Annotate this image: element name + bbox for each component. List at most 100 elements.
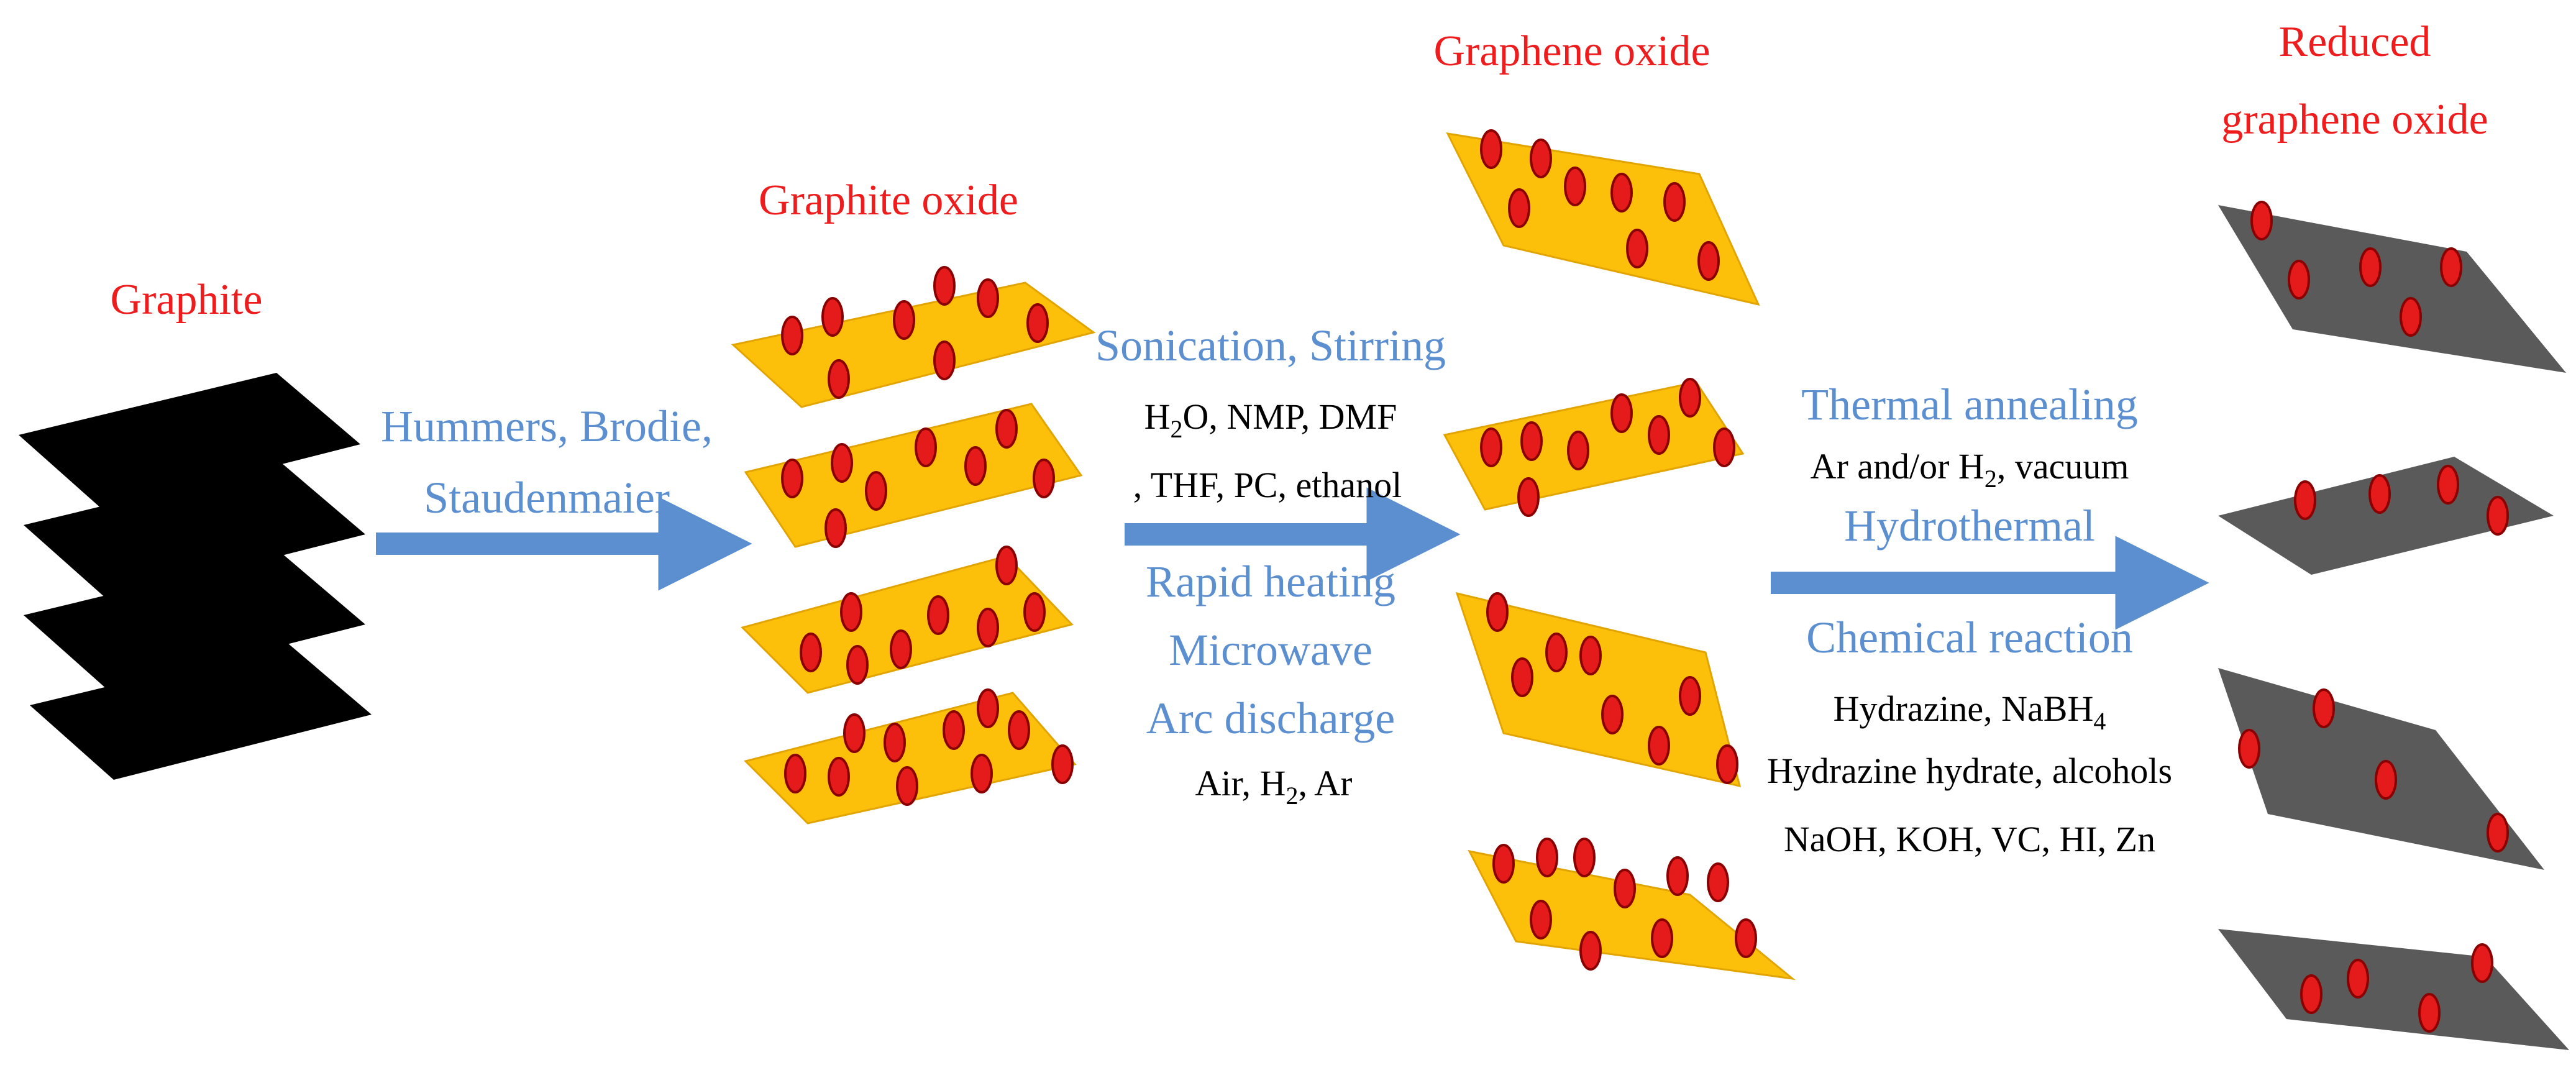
oxygen-group-dot: [1713, 427, 1735, 467]
oxygen-group-dot: [977, 688, 999, 728]
graphite-oxide-title: Graphite oxide: [759, 176, 1018, 224]
oxygen-group-dot: [1508, 188, 1530, 228]
graphite-sheet: [24, 553, 365, 690]
oxygen-group-dot: [1536, 838, 1558, 877]
oxygen-group-dot: [1026, 303, 1049, 343]
oxygen-group-dot: [893, 300, 915, 340]
oxygen-group-dot: [1579, 931, 1602, 971]
oxygen-group-dot: [2487, 496, 2509, 536]
step2-method-rapid-heating: Rapid heating: [1146, 557, 1395, 606]
reduced-title-line1: Reduced: [2279, 18, 2431, 66]
oxygen-group-dot: [2437, 465, 2459, 505]
oxygen-group-dot: [995, 546, 1018, 585]
graphite-sheet: [19, 373, 360, 510]
step2-atmosphere: Air, H2, Ar: [1195, 763, 1353, 810]
oxygen-group-dot: [1480, 427, 1502, 467]
oxygen-group-dot: [821, 297, 844, 337]
oxygen-group-dot: [2368, 474, 2391, 514]
oxygen-group-dot: [1008, 710, 1030, 750]
step2-method-arc-discharge: Arc discharge: [1146, 693, 1395, 743]
oxygen-group-dot: [2375, 760, 2397, 800]
oxygen-group-dot: [1579, 636, 1602, 675]
oxygen-group-dot: [2359, 247, 2382, 287]
oxygen-group-dot: [1517, 477, 1540, 517]
oxygen-group-dot: [1601, 695, 1624, 734]
graphite-oxide-sheet: [741, 555, 1074, 694]
graphite-sheet-stack: [19, 373, 372, 780]
step3-reagents-line1: Hydrazine, NaBH4: [1834, 688, 2106, 735]
oxygen-group-dot: [1648, 726, 1670, 766]
step2-solvents-line2: , THF, PC, ethanol: [1133, 465, 1402, 505]
graphite-oxide-sheet-stack: [731, 266, 1096, 825]
oxygen-group-dot: [1707, 862, 1729, 902]
oxygen-group-dot: [2250, 201, 2273, 240]
oxygen-group-dot: [2238, 729, 2260, 769]
graphene-oxide-sheet: [1468, 849, 1796, 981]
oxygen-group-dot: [890, 629, 912, 669]
reduced-graphene-oxide-sheet: [2218, 929, 2569, 1050]
reduced-graphene-oxide-sheet: [2218, 205, 2566, 373]
oxygen-group-dot: [977, 278, 999, 318]
oxygen-group-dot: [2418, 993, 2441, 1033]
oxygen-group-dot: [843, 713, 866, 753]
oxygen-group-dot: [781, 459, 803, 498]
step3-method-hydrothermal: Hydrothermal: [1844, 501, 2095, 551]
oxygen-group-dot: [964, 446, 987, 486]
oxygen-group-dot: [1651, 918, 1673, 958]
oxygen-group-dot: [1648, 415, 1670, 455]
oxygen-group-dot: [1486, 592, 1509, 632]
oxygen-group-dot: [2347, 959, 2369, 999]
graphite-sheet: [30, 643, 372, 780]
step3-method-chemical-reaction: Chemical reaction: [1806, 613, 2133, 662]
step1-method-line1: Hummers, Brodie,: [381, 401, 713, 451]
oxygen-group-dot: [2300, 974, 2323, 1014]
reduced-graphene-oxide-sheet: [2218, 457, 2554, 575]
oxygen-group-dot: [1492, 844, 1515, 884]
oxygen-group-dot: [781, 316, 803, 355]
oxygen-group-dot: [1567, 431, 1589, 470]
oxygen-group-dot: [1666, 856, 1689, 896]
oxygen-group-dot: [840, 592, 862, 632]
oxygen-group-dot: [1679, 676, 1701, 716]
oxygen-group-dot: [915, 427, 937, 467]
oxygen-group-dot: [1511, 657, 1533, 697]
oxygen-group-dot: [1614, 869, 1636, 908]
oxygen-group-dot: [828, 359, 850, 399]
reduced-graphene-oxide-sheets: [2218, 201, 2569, 1050]
oxygen-group-dot: [896, 766, 918, 806]
step3-reagents-line3: NaOH, KOH, VC, HI, Zn: [1784, 819, 2155, 859]
graphene-oxide-sheet: [1446, 132, 1760, 306]
oxygen-group-dot: [2471, 943, 2493, 983]
oxygen-group-dot: [995, 409, 1018, 449]
oxygen-group-dot: [933, 266, 956, 306]
oxygen-group-dot: [1573, 838, 1596, 877]
graphene-oxide-sheets: [1443, 129, 1796, 981]
step2-method-top: Sonication, Stirring: [1095, 321, 1446, 370]
oxygen-group-dot: [824, 508, 847, 548]
step3-reagents-line2: Hydrazine hydrate, alcohols: [1767, 751, 2172, 791]
step3-method-thermal-annealing: Thermal annealing: [1801, 380, 2138, 429]
graphene-oxide-title: Graphene oxide: [1433, 27, 1710, 75]
oxygen-group-dot: [1610, 173, 1633, 213]
oxygen-group-dot: [2294, 480, 2316, 520]
graphite-sheet: [24, 463, 365, 600]
oxygen-group-dot: [1679, 378, 1701, 418]
oxygen-group-dot: [846, 645, 869, 685]
oxygen-group-dot: [1520, 421, 1543, 461]
oxygen-group-dot: [2313, 688, 2335, 728]
oxygen-group-dot: [1697, 241, 1720, 281]
oxygen-group-dot: [865, 471, 887, 511]
oxygen-group-dot: [2400, 297, 2422, 337]
oxygen-group-dot: [884, 723, 906, 762]
oxygen-group-dot: [1626, 229, 1648, 268]
oxygen-group-dot: [977, 608, 999, 647]
oxygen-group-dot: [1610, 393, 1633, 433]
oxygen-group-dot: [831, 443, 853, 483]
oxygen-group-dot: [2288, 260, 2310, 299]
graphene-oxide-sheet: [1443, 381, 1745, 511]
oxygen-group-dot: [943, 710, 965, 750]
oxygen-group-dot: [1023, 592, 1046, 632]
oxygen-group-dot: [1545, 633, 1568, 672]
